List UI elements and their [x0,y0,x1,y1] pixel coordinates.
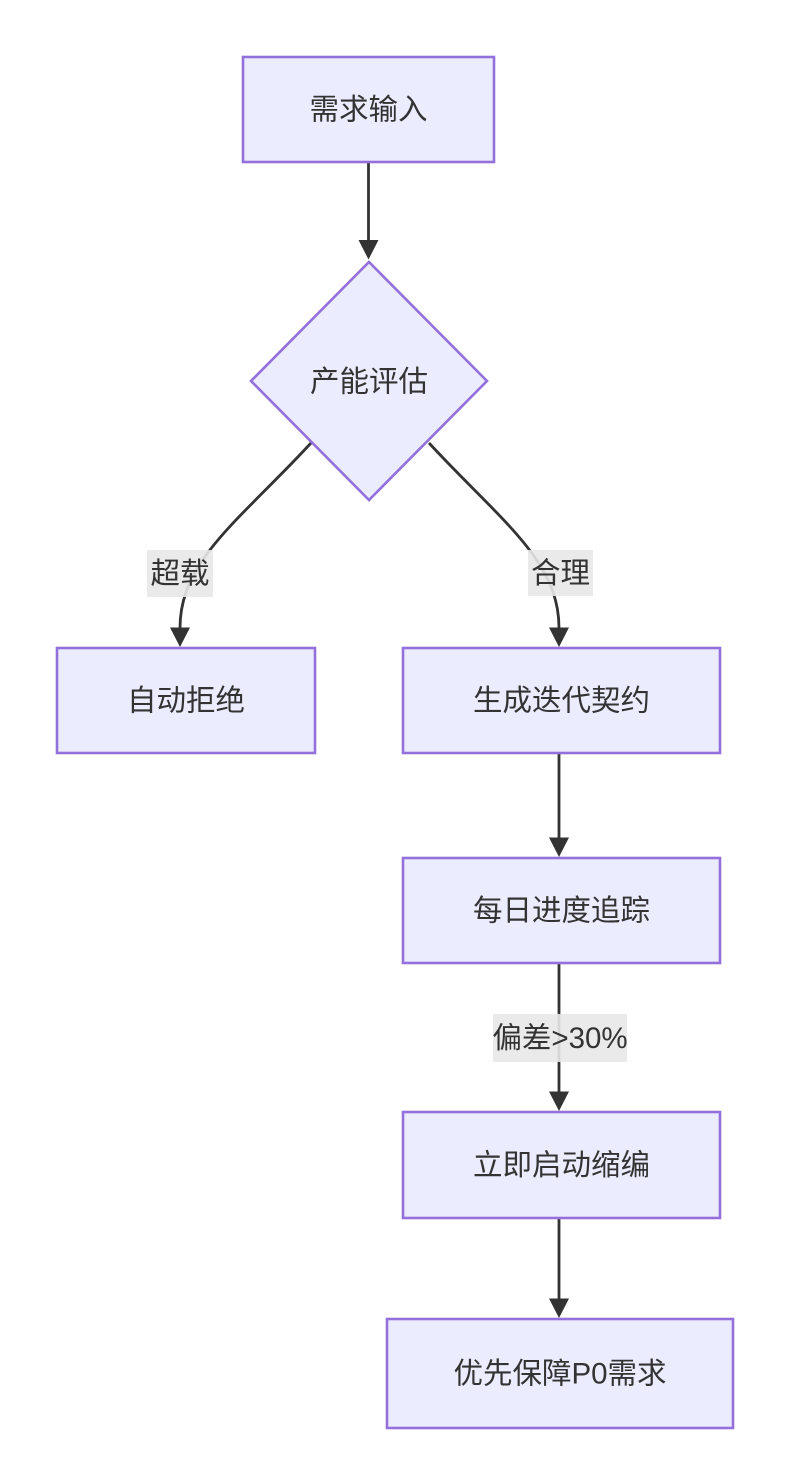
node-shape [401,1110,722,1220]
edge-label-deviation: 偏差>30% [492,1014,628,1062]
node-label: 每日进度追踪 [473,895,650,928]
edge-label-background [528,550,593,596]
edge-label-overload: 超载 [147,550,213,597]
edge-assessment-to-reject [170,442,313,647]
arrowhead-icon [549,1091,569,1111]
edge-line [178,442,313,629]
node-shape [385,1317,735,1430]
node-label: 优先保障P0需求 [453,1358,666,1391]
arrowhead-icon [358,240,379,260]
edge-line [427,442,561,629]
arrowhead-icon [170,627,190,647]
arrowhead-icon [549,627,569,647]
node-shape [55,646,317,755]
edge-contract-to-tracking [549,753,569,857]
node-start-downscope: 立即启动缩编 [401,1110,722,1220]
node-shape [241,55,496,164]
node-label: 需求输入 [309,94,427,127]
node-label: 立即启动缩编 [473,1149,650,1182]
node-shape [401,646,722,755]
arrowhead-icon [549,837,569,857]
node-shape-diamond [249,260,489,502]
node-prioritize-p0: 优先保障P0需求 [385,1317,735,1430]
node-demand-input: 需求输入 [241,55,496,164]
node-auto-reject: 自动拒绝 [55,646,317,755]
edge-label-background [493,1014,627,1062]
edge-label-background [147,550,213,597]
edge-downscope-to-p0 [549,1218,569,1318]
edge-label-text: 超载 [150,558,209,591]
node-label: 自动拒绝 [127,685,245,718]
edge-label-text: 合理 [531,557,590,590]
edge-assessment-to-contract [427,442,569,647]
node-label: 产能评估 [310,366,428,399]
node-label: 生成迭代契约 [473,685,650,718]
edge-label-reasonable: 合理 [528,550,593,596]
arrowhead-icon [549,1298,569,1318]
node-daily-progress-tracking: 每日进度追踪 [401,856,722,965]
node-capacity-assessment: 产能评估 [249,260,489,502]
edge-demand-to-assessment [358,162,379,260]
edge-label-text: 偏差>30% [492,1022,627,1055]
node-shape [401,856,722,965]
node-generate-iteration-contract: 生成迭代契约 [401,646,722,755]
